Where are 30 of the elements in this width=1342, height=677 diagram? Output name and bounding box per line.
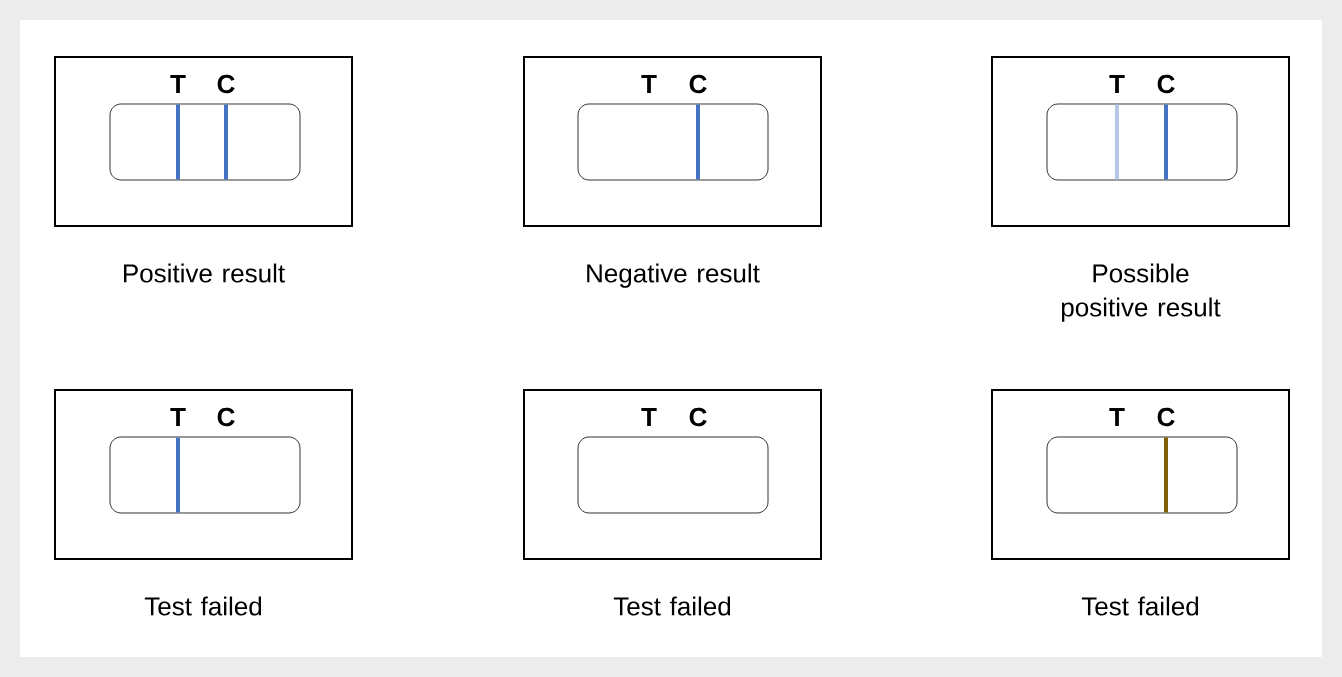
test-frame — [523, 389, 822, 560]
band-label: C — [217, 407, 235, 427]
test-frame — [54, 56, 353, 227]
result-caption: Test failed — [613, 596, 731, 616]
result-caption: Test failed — [144, 596, 262, 616]
result-window — [109, 436, 301, 514]
result-window — [577, 103, 769, 181]
result-window — [577, 436, 769, 514]
band-label: C — [1157, 74, 1175, 94]
band-label: T — [641, 75, 657, 93]
result-caption: Possible positive result — [1062, 263, 1221, 322]
test-frame — [991, 56, 1290, 227]
band-label: T — [641, 408, 657, 426]
band-label: T — [1109, 408, 1125, 426]
band-label: C — [689, 74, 707, 94]
test-frame — [54, 389, 353, 560]
band-label: T — [1109, 75, 1125, 93]
band-label: T — [170, 408, 186, 426]
test-frame — [991, 389, 1290, 560]
band-label: T — [170, 75, 186, 93]
test-frame — [523, 56, 822, 227]
result-window — [1046, 436, 1238, 514]
result-window — [109, 103, 301, 181]
result-caption: Positive result — [124, 263, 285, 283]
band-label: C — [217, 74, 235, 94]
result-window — [1046, 103, 1238, 181]
result-caption: Test failed — [1081, 596, 1199, 616]
band-label: C — [1157, 407, 1175, 427]
band-label: C — [689, 407, 707, 427]
result-caption: Negative result — [587, 263, 760, 288]
